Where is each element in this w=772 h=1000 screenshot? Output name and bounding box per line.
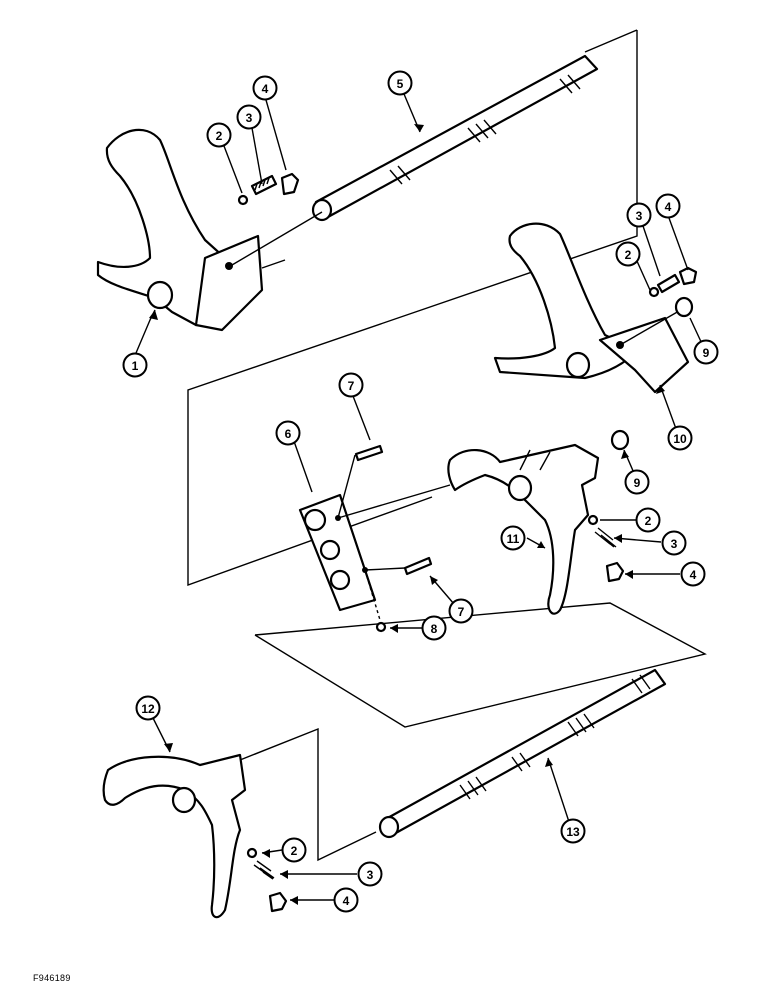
callout-11: 11 (500, 525, 526, 551)
svg-text:4: 4 (665, 200, 672, 214)
svg-text:3: 3 (636, 209, 643, 223)
assembly-outline-lower (254, 602, 707, 728)
svg-text:3: 3 (671, 537, 678, 551)
callout-7: 7 (338, 372, 364, 398)
svg-text:2: 2 (645, 514, 652, 528)
svg-text:7: 7 (458, 605, 465, 619)
shift-fork-12 (102, 753, 288, 919)
svg-text:9: 9 (703, 346, 710, 360)
detent-parts-upper-right (648, 266, 698, 318)
shift-rail-5 (311, 54, 599, 222)
assembly-outline-upper (187, 29, 638, 586)
svg-text:4: 4 (343, 894, 350, 908)
callout-2: 2 (206, 122, 232, 148)
callout-10: 10 (667, 425, 693, 451)
callout-6: 6 (275, 420, 301, 446)
callout-7: 7 (448, 598, 474, 624)
shift-rail-13 (378, 668, 667, 839)
svg-text:12: 12 (141, 702, 155, 716)
callout-5: 5 (387, 70, 413, 96)
svg-text:10: 10 (673, 432, 687, 446)
shift-fork-10 (493, 222, 690, 394)
svg-text:6: 6 (285, 427, 292, 441)
pins-7 (354, 444, 433, 576)
svg-text:7: 7 (348, 379, 355, 393)
callout-3: 3 (661, 530, 687, 556)
callout-9: 9 (624, 469, 650, 495)
figure-id: F946189 (33, 973, 71, 983)
callout-3: 3 (626, 202, 652, 228)
svg-text:9: 9 (634, 476, 641, 490)
svg-text:2: 2 (291, 844, 298, 858)
interlock-block-6 (298, 454, 451, 612)
svg-text:3: 3 (367, 868, 374, 882)
callout-4: 4 (252, 75, 278, 101)
callout-12: 12 (135, 695, 161, 721)
ball-8 (364, 569, 387, 633)
leader-arrowheads (149, 124, 665, 905)
callout-2: 2 (281, 837, 307, 863)
svg-text:3: 3 (246, 111, 253, 125)
callout-4: 4 (333, 887, 359, 913)
callout-1: 1 (122, 352, 148, 378)
svg-text:1: 1 (132, 359, 139, 373)
shift-fork-1 (96, 128, 286, 332)
callout-2: 2 (635, 507, 661, 533)
callout-8: 8 (421, 615, 447, 641)
shift-fork-11 (447, 429, 630, 615)
svg-text:13: 13 (566, 825, 580, 839)
svg-text:5: 5 (397, 77, 404, 91)
callout-2: 2 (615, 241, 641, 267)
svg-text:2: 2 (625, 248, 632, 262)
svg-text:8: 8 (431, 622, 438, 636)
assembly-outline-bottom (239, 727, 377, 862)
callout-4: 4 (680, 561, 706, 587)
callout-4: 4 (655, 193, 681, 219)
svg-text:4: 4 (262, 82, 269, 96)
svg-text:2: 2 (216, 129, 223, 143)
callout-9: 9 (693, 339, 719, 365)
svg-text:11: 11 (507, 532, 520, 546)
callout-3: 3 (236, 104, 262, 130)
svg-text:4: 4 (690, 568, 697, 582)
callout-13: 13 (560, 818, 586, 844)
detent-parts-upper-left (231, 172, 323, 266)
callout-3: 3 (357, 861, 383, 887)
